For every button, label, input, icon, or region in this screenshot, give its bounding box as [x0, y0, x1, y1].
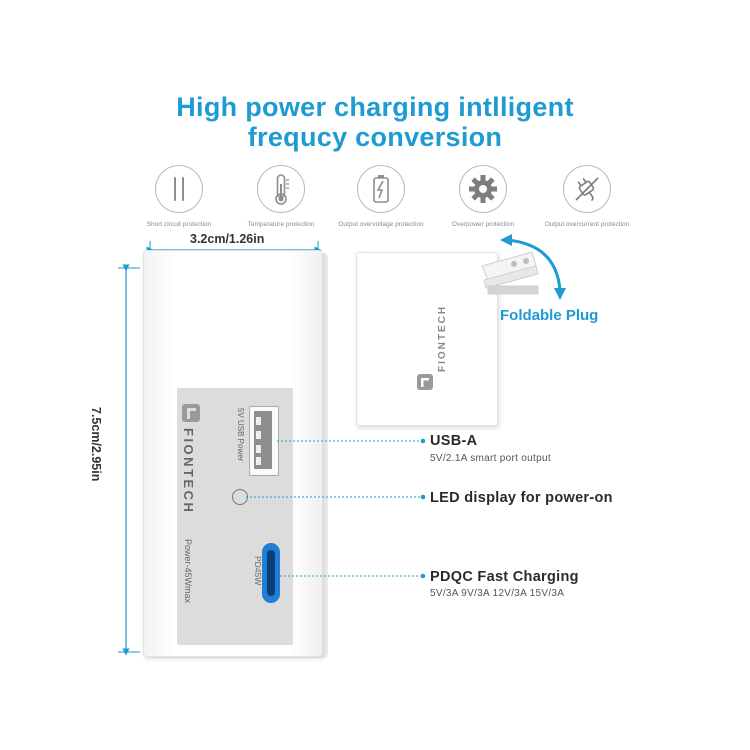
feature-label: Short circuit protection — [146, 221, 212, 228]
feature-temperature: Temperature protection — [226, 165, 336, 228]
feature-label: Temperature protection — [247, 221, 315, 228]
battery-bolt-icon — [357, 165, 405, 213]
feature-overpower: Overpower protection — [428, 165, 538, 228]
thermometer-icon — [257, 165, 305, 213]
width-dimension: 3.2cm/1.26in — [190, 232, 265, 246]
pdqc-title: PDQC Fast Charging — [430, 569, 579, 585]
foldable-prongs — [481, 251, 539, 295]
headline-line-2: frequcy conversion — [247, 122, 503, 152]
feature-label: Output overvoltage protection — [338, 221, 424, 228]
feature-overcurrent: Output overcurrent protection — [532, 165, 642, 228]
usb-a-subtitle: 5V/2.1A smart port output — [430, 453, 551, 464]
feature-overvoltage: Output overvoltage protection — [326, 165, 436, 228]
plug-view-body — [356, 252, 498, 426]
short-circuit-icon — [155, 165, 203, 213]
brand-logo-icon — [180, 402, 202, 424]
plug-brand-name: FIONTECH — [437, 304, 448, 372]
usb-a-port — [249, 406, 279, 476]
feature-short-circuit: Short circuit protection — [124, 165, 234, 228]
gear-icon — [459, 165, 507, 213]
usb-a-title: USB-A — [430, 433, 478, 449]
feature-label: Overpower protection — [451, 221, 515, 228]
headline-line-1: High power charging intlligent — [176, 92, 574, 122]
plug-brand-logo-icon — [416, 373, 434, 391]
typec-port — [262, 543, 280, 603]
feature-label: Output overcurrent protection — [544, 221, 630, 228]
plug-slash-icon — [563, 165, 611, 213]
pdqc-subtitle: 5V/3A 9V/3A 12V/3A 15V/3A — [430, 588, 565, 599]
foldable-plug-label: Foldable Plug — [500, 307, 599, 324]
led-title: LED display for power-on — [430, 490, 613, 506]
fold-arrow-icon — [500, 234, 566, 300]
